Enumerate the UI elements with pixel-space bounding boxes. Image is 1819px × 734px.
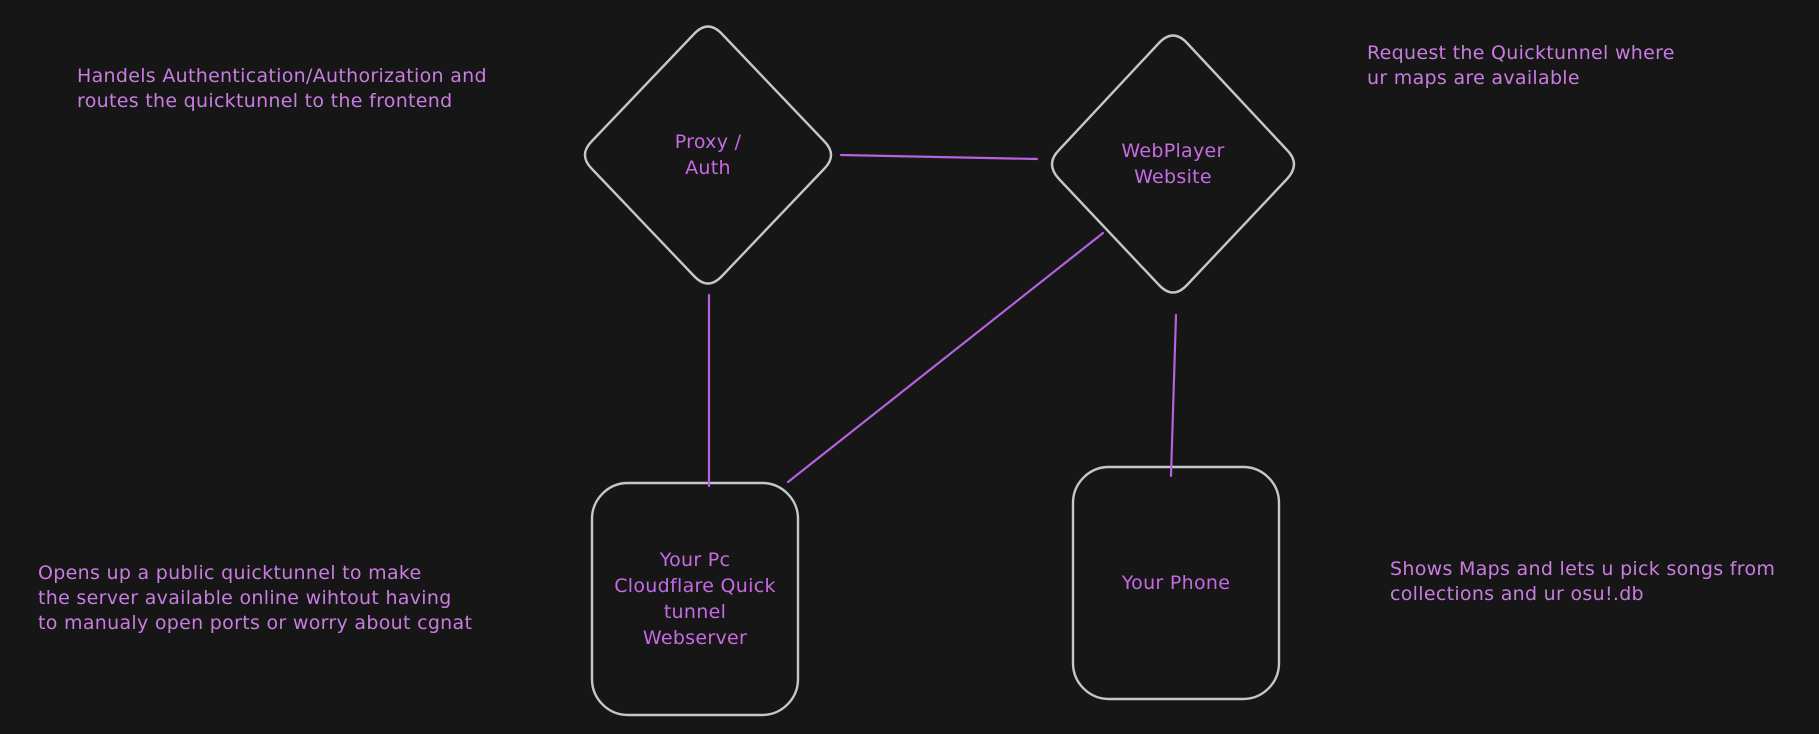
annotation-line: Opens up a public quicktunnel to make bbox=[38, 562, 422, 584]
node-label-line: Auth bbox=[685, 157, 731, 179]
node-label-line: Website bbox=[1134, 166, 1212, 188]
annotation-proxy-auth-note[interactable]: Handels Authentication/Authorization and… bbox=[77, 64, 487, 114]
node-label-line: tunnel bbox=[663, 601, 727, 623]
node-your-pc-shape[interactable] bbox=[590, 481, 800, 717]
annotation-line: to manualy open ports or worry about cgn… bbox=[38, 612, 473, 634]
node-proxy-auth-shape[interactable] bbox=[583, 25, 833, 285]
annotation-line: routes the quicktunnel to the frontend bbox=[77, 90, 453, 112]
node-your-pc-label[interactable]: Your Pc Cloudflare Quick tunnel Webserve… bbox=[614, 547, 776, 651]
node-label-line: Webserver bbox=[642, 627, 748, 649]
annotation-line: ur maps are available bbox=[1367, 67, 1580, 89]
node-proxy-auth-label[interactable]: Proxy / Auth bbox=[675, 129, 742, 181]
node-your-phone-label[interactable]: Your Phone bbox=[1122, 570, 1230, 596]
annotation-line: collections and ur osu!.db bbox=[1390, 583, 1644, 605]
connector-webplayer-to-your-pc[interactable] bbox=[786, 231, 1105, 484]
annotation-line: Shows Maps and lets u pick songs from bbox=[1390, 558, 1776, 580]
node-label-line: Your Phone bbox=[1121, 572, 1231, 594]
annotation-line: Handels Authentication/Authorization and bbox=[77, 65, 487, 87]
annotation-line: the server available online wihtout havi… bbox=[38, 587, 452, 609]
node-label-line: Proxy / bbox=[674, 131, 742, 153]
connector-webplayer-to-your-phone[interactable] bbox=[1169, 313, 1178, 478]
annotation-your-pc-note[interactable]: Opens up a public quicktunnel to make th… bbox=[38, 561, 472, 636]
node-webplayer-website-shape[interactable] bbox=[1050, 34, 1296, 294]
annotation-your-phone-note[interactable]: Shows Maps and lets u pick songs from co… bbox=[1390, 557, 1775, 607]
annotation-line: Request the Quicktunnel where bbox=[1367, 42, 1675, 64]
annotation-webplayer-note[interactable]: Request the Quicktunnel where ur maps ar… bbox=[1367, 41, 1675, 91]
connector-proxy-auth-to-webplayer[interactable] bbox=[839, 153, 1039, 161]
node-label-line: Cloudflare Quick bbox=[614, 575, 776, 597]
node-your-phone-shape[interactable] bbox=[1071, 465, 1281, 701]
node-webplayer-website-label[interactable]: WebPlayer Website bbox=[1121, 138, 1224, 190]
node-label-line: WebPlayer bbox=[1121, 140, 1225, 162]
node-label-line: Your Pc bbox=[659, 549, 731, 571]
